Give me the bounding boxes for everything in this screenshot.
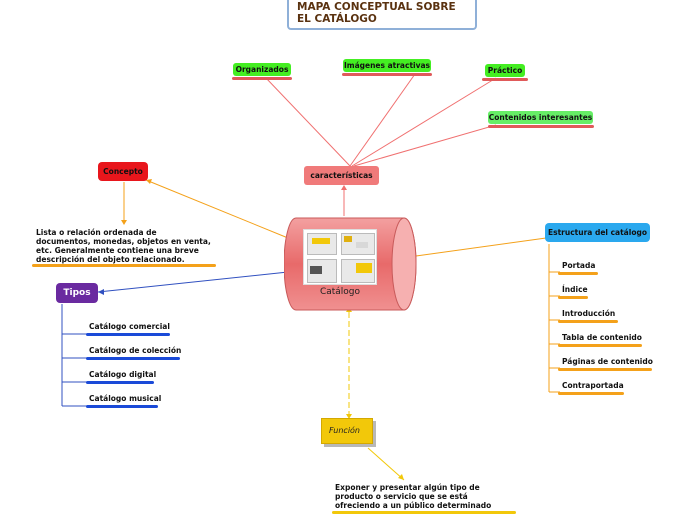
underline — [86, 333, 170, 336]
link-estructura — [415, 237, 547, 257]
estructura-item[interactable]: Tabla de contenido — [562, 333, 642, 342]
center-node[interactable]: Catálogo — [283, 216, 418, 312]
link-concepto — [145, 179, 289, 239]
concepto-description: Lista o relación ordenada de documentos,… — [36, 228, 211, 264]
center-label: Catálogo — [319, 287, 361, 297]
underline — [488, 125, 594, 128]
catalog-image — [303, 229, 377, 285]
catalog-photo — [344, 236, 352, 242]
node-tipos[interactable]: Tipos — [56, 283, 98, 303]
node-concepto[interactable]: Concepto — [98, 162, 148, 181]
underline — [332, 511, 516, 514]
underline — [86, 381, 154, 384]
link-organizados — [265, 77, 351, 167]
node-caracteristicas[interactable]: características — [304, 166, 379, 185]
underline — [558, 272, 598, 275]
underline — [32, 264, 216, 267]
node-organizados[interactable]: Organizados — [233, 63, 291, 76]
underline — [86, 405, 158, 408]
catalog-page — [307, 233, 337, 255]
estructura-item[interactable]: Páginas de contenido — [562, 357, 653, 366]
underline — [482, 78, 528, 81]
node-estructura[interactable]: Estructura del catálogo — [545, 223, 650, 242]
estructura-item[interactable]: Portada — [562, 261, 596, 270]
catalog-photo — [356, 263, 372, 273]
underline — [558, 392, 624, 395]
estructura-item[interactable]: Contraportada — [562, 381, 624, 390]
underline — [558, 320, 618, 323]
link-imagenes — [349, 73, 416, 167]
underline — [558, 368, 652, 371]
tipos-item[interactable]: Catálogo digital — [89, 370, 157, 379]
node-contenidos-interesantes[interactable]: Contenidos interesantes — [488, 111, 593, 124]
catalog-photo — [356, 242, 368, 248]
node-practico[interactable]: Práctico — [485, 64, 525, 77]
node-imagenes-atractivas[interactable]: Imágenes atractivas — [343, 59, 431, 72]
catalog-photo — [310, 266, 322, 274]
tipos-item[interactable]: Catálogo comercial — [89, 322, 170, 331]
node-funcion[interactable]: Función — [321, 418, 373, 444]
link-practico — [351, 77, 497, 167]
link-tipos — [97, 271, 289, 293]
estructura-item[interactable]: Índice — [562, 285, 588, 294]
underline — [558, 296, 588, 299]
underline — [86, 357, 180, 360]
funcion-description: Exponer y presentar algún tipo de produc… — [335, 483, 492, 510]
underline — [342, 73, 432, 76]
underline — [232, 77, 292, 80]
underline — [558, 344, 642, 347]
catalog-photo — [312, 238, 330, 244]
page-title: MAPA CONCEPTUAL SOBRE EL CATÁLOGO — [287, 0, 477, 30]
tipos-item[interactable]: Catálogo musical — [89, 394, 162, 403]
estructura-item[interactable]: Introducción — [562, 309, 616, 318]
link-contenidos — [353, 124, 497, 167]
tipos-item[interactable]: Catálogo de colección — [89, 346, 182, 355]
